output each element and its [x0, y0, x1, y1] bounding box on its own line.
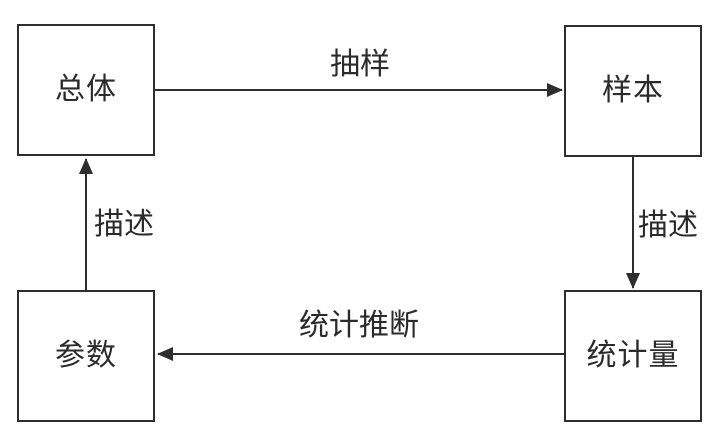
- node-sample: 样本: [564, 25, 702, 157]
- edge-label-describe-parameter: 描述: [92, 208, 156, 241]
- node-sample-label: 样本: [602, 74, 664, 107]
- node-population-label: 总体: [55, 73, 117, 106]
- node-statistic: 统计量: [564, 290, 702, 422]
- edge-label-describe-sample: 描述: [636, 209, 700, 242]
- node-parameter: 参数: [17, 290, 155, 422]
- edge-label-sampling: 抽样: [328, 48, 392, 81]
- node-statistic-label: 统计量: [586, 339, 680, 372]
- node-parameter-label: 参数: [55, 339, 117, 372]
- edge-label-statistical-inference: 统计推断: [297, 309, 421, 342]
- node-population: 总体: [17, 24, 155, 156]
